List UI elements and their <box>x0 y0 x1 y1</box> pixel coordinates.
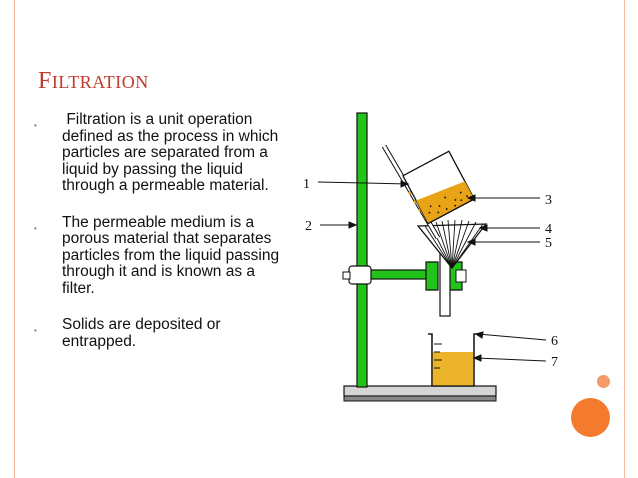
label-4: 4 <box>545 222 552 237</box>
bullet-icon: • <box>34 121 37 130</box>
clamp-screw <box>342 271 351 280</box>
bullet-text: The permeable medium is a porous materia… <box>62 213 280 297</box>
title-rest: ILTRATION <box>51 72 149 92</box>
title-capital: F <box>38 68 52 94</box>
bullet-item: • Solids are deposited or entrapped. <box>34 316 289 350</box>
bullet-icon: • <box>34 326 37 335</box>
clamp-screw-right <box>455 269 467 283</box>
clamp-jaw-left <box>425 261 439 291</box>
bullet-icon: • <box>34 223 37 233</box>
bullet-text: Solids are deposited or entrapped. <box>62 316 221 350</box>
receiving-beaker-outline <box>428 333 478 387</box>
label-3: 3 <box>545 193 552 208</box>
pouring-beaker <box>402 150 476 225</box>
slide-title: FILTRATION <box>38 68 149 95</box>
beaker-graduations <box>434 343 442 369</box>
label-1: 1 <box>303 177 310 192</box>
label-5: 5 <box>545 236 552 251</box>
accent-circle-large <box>571 398 610 437</box>
accent-circle-small <box>597 375 610 388</box>
bullet-text: Filtration is a unit operation defined a… <box>62 111 283 194</box>
clamp-arm <box>366 269 436 280</box>
label-2: 2 <box>305 219 312 234</box>
filtrate <box>432 352 474 386</box>
label-6: 6 <box>551 334 558 349</box>
leader-lines <box>317 180 547 362</box>
stand-rod <box>356 112 368 388</box>
slide-frame <box>14 0 625 478</box>
stand-base-edge <box>343 395 497 402</box>
label-7: 7 <box>551 355 558 370</box>
bullet-item: • The permeable medium is a porous mater… <box>34 213 289 298</box>
clamp-boss <box>348 265 372 285</box>
bullet-item: • Filtration is a unit operation defined… <box>34 111 289 195</box>
bullet-list: • Filtration is a unit operation defined… <box>34 111 289 370</box>
